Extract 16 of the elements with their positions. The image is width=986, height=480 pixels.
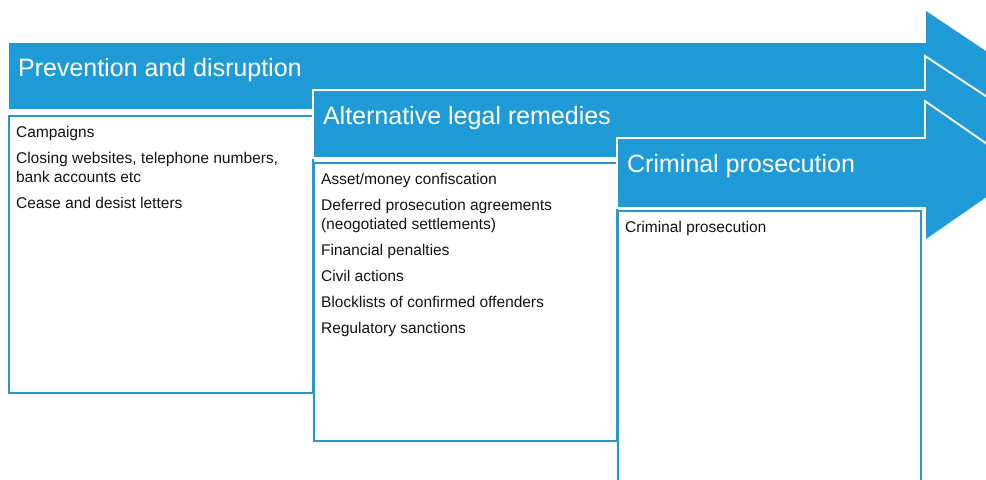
list-item: Civil actions (321, 267, 405, 286)
list-item: Financial penalties (321, 241, 450, 260)
banner-title: Prevention and disruption (18, 54, 302, 83)
list-item: Blocklists of confirmed offenders (321, 293, 545, 312)
list-item: Cease and desist letters (16, 194, 184, 213)
list-item: Campaigns (16, 123, 96, 142)
list-item: Closing websites, telephone numbers, bank accounts etc (16, 149, 279, 187)
list-item: Deferred prosecution agreements (neogotiated settlements) (321, 196, 553, 234)
banner-title: Alternative legal remedies (323, 102, 611, 131)
banner-title: Criminal prosecution (627, 150, 855, 179)
list-box (313, 162, 618, 442)
list-item: Asset/money confiscation (321, 170, 498, 189)
list-item: Regulatory sanctions (321, 319, 467, 338)
list-box (8, 115, 314, 394)
list-box (617, 210, 922, 480)
list-item: Criminal prosecution (625, 218, 768, 237)
